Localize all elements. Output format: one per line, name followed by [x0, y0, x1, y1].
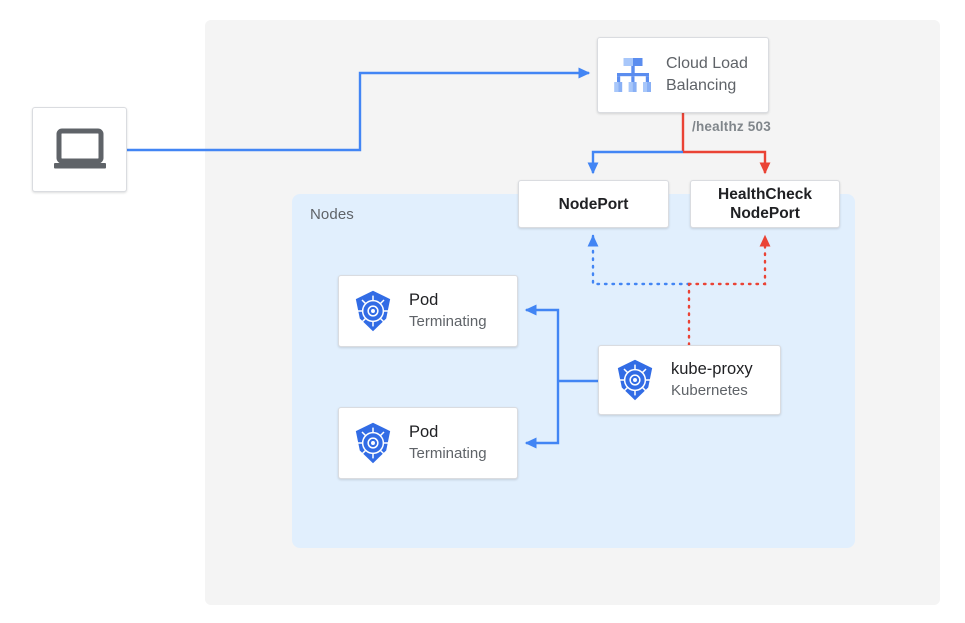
kubernetes-icon	[613, 358, 657, 402]
pod-text-2: Pod Terminating	[409, 422, 487, 464]
laptop-icon	[52, 128, 108, 172]
client-device-card[interactable]	[32, 107, 127, 192]
nodeport-card[interactable]: NodePort	[518, 180, 669, 228]
kube-proxy-text: kube-proxy Kubernetes	[671, 359, 753, 401]
kube-proxy-card[interactable]: kube-proxy Kubernetes	[598, 345, 781, 415]
kube-proxy-title: kube-proxy	[671, 360, 753, 378]
nodes-panel-label: Nodes	[310, 206, 354, 223]
pod-text-1: Pod Terminating	[409, 290, 487, 332]
pod-title-2: Pod	[409, 423, 439, 441]
kubernetes-icon	[351, 421, 395, 465]
healthz-annotation: /healthz 503	[692, 119, 771, 134]
pod-card-2[interactable]: Pod Terminating	[338, 407, 518, 479]
cloud-load-balancing-label: Cloud Load Balancing	[666, 55, 748, 94]
healthcheck-nodeport-label: HealthCheck NodePort	[718, 186, 812, 222]
cloud-load-balancing-card[interactable]: Cloud Load Balancing	[597, 37, 769, 113]
nodeport-label: NodePort	[558, 195, 629, 213]
pod-subtitle-1: Terminating	[409, 313, 487, 330]
pod-card-1[interactable]: Pod Terminating	[338, 275, 518, 347]
pod-title-1: Pod	[409, 291, 439, 309]
pod-subtitle-2: Terminating	[409, 445, 487, 462]
cloud-load-balancing-icon	[610, 53, 656, 97]
healthcheck-nodeport-card[interactable]: HealthCheck NodePort	[690, 180, 840, 228]
kubernetes-icon	[351, 289, 395, 333]
kube-proxy-subtitle: Kubernetes	[671, 382, 748, 399]
